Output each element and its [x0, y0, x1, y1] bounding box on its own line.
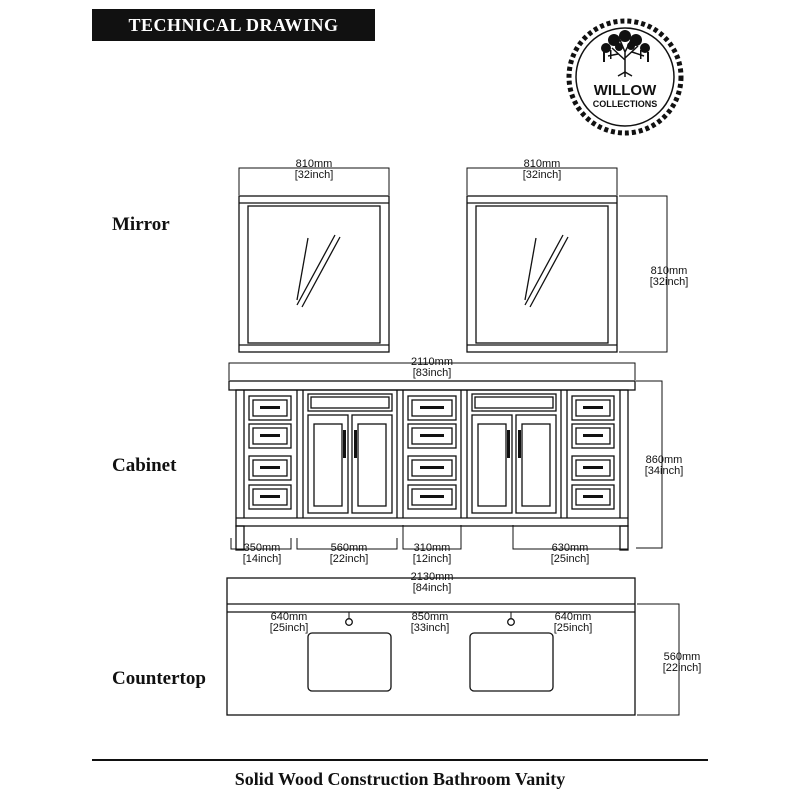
dim-counter-right-mm: 640mm — [555, 611, 592, 623]
dim-counter-width-mm: 2130mm — [411, 571, 454, 583]
mirror-left — [238, 167, 390, 353]
label-cabinet: Cabinet — [112, 455, 177, 476]
footer-divider — [92, 759, 708, 761]
dim-counter-center-mm: 850mm — [412, 611, 449, 623]
dim-mirror-left-inch: [32inch] — [295, 169, 334, 181]
mirror-right — [466, 167, 668, 353]
dim-counter-depth-inch: [22inch] — [663, 662, 702, 674]
dim-mirror-left-mm: 810mm — [296, 158, 333, 170]
dim-cabinet-door-mm: 560mm — [331, 542, 368, 554]
drawers-left — [248, 395, 292, 510]
dim-cabinet-side-mm: 350mm — [244, 542, 281, 554]
dim-counter-left-mm: 640mm — [271, 611, 308, 623]
dim-counter-center-inch: [33inch] — [411, 622, 450, 634]
handles — [260, 406, 603, 498]
cabinet — [228, 362, 663, 551]
dim-mirror-height-mm: 810mm — [651, 265, 688, 277]
dim-cabinet-door-inch: [22inch] — [330, 553, 369, 565]
dim-counter-left-inch: [25inch] — [270, 622, 309, 634]
doors-left — [307, 393, 393, 514]
dim-mirror-height-inch: [32inch] — [650, 276, 689, 288]
dim-cabinet-right-inch: [25inch] — [551, 553, 590, 565]
dim-counter-width-inch: [84inch] — [413, 582, 452, 594]
label-mirror: Mirror — [112, 214, 170, 235]
dim-cabinet-height-inch: [34inch] — [645, 465, 684, 477]
dim-cabinet-width-inch: [83inch] — [413, 367, 452, 379]
dim-cabinet-right-mm: 630mm — [552, 542, 589, 554]
countertop — [226, 577, 680, 716]
dim-cabinet-center-inch: [12inch] — [413, 553, 452, 565]
dim-mirror-right-inch: [32inch] — [523, 169, 562, 181]
dim-counter-right-inch: [25inch] — [554, 622, 593, 634]
dim-mirror-right-mm: 810mm — [524, 158, 561, 170]
dim-cabinet-side-inch: [14inch] — [243, 553, 282, 565]
label-countertop: Countertop — [112, 668, 206, 689]
dim-cabinet-width-mm: 2110mm — [411, 356, 453, 368]
drawers-right — [571, 395, 615, 510]
doors-right — [471, 393, 557, 514]
dim-cabinet-center-mm: 310mm — [414, 542, 451, 554]
dim-cabinet-height-mm: 860mm — [646, 454, 683, 466]
dim-counter-depth-mm: 560mm — [664, 651, 701, 663]
header-title: TECHNICAL DRAWING — [92, 9, 375, 41]
footer-title: Solid Wood Construction Bathroom Vanity — [234, 769, 566, 789]
drawers-center — [407, 395, 457, 510]
